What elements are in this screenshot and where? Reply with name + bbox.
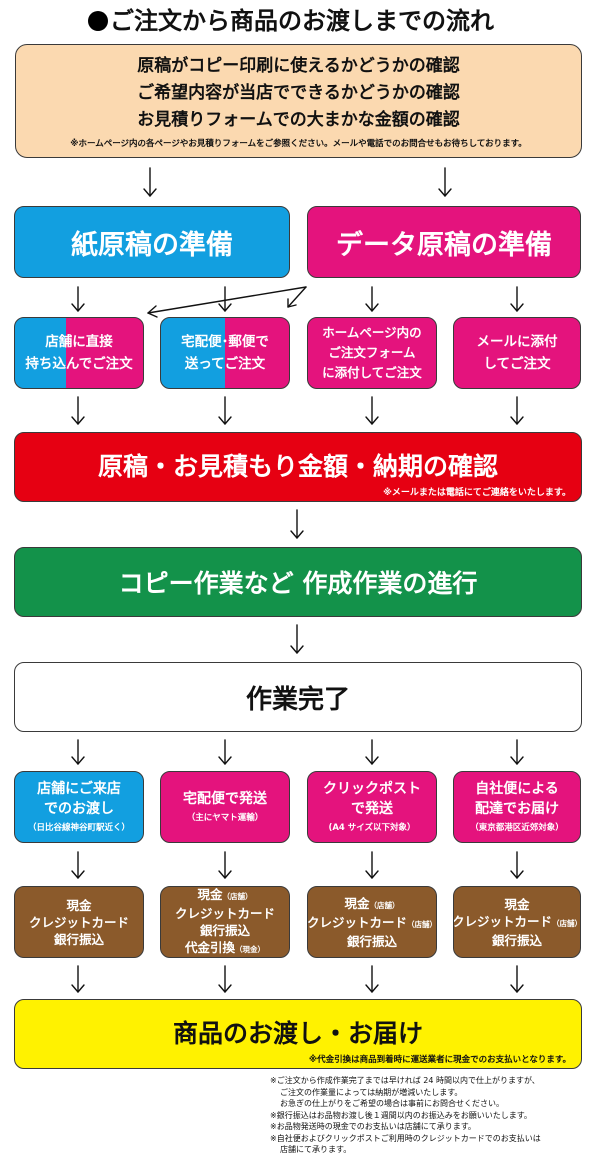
method-mail: 宅配便･郵便で 送ってご注文 bbox=[160, 317, 290, 389]
page-title: ご注文から商品のお渡しまでの流れ bbox=[88, 4, 548, 38]
footnotes: ※ご注文から作成作業完了までは早ければ 24 時間以内で仕上がりますが、 ご注文… bbox=[270, 1075, 590, 1156]
arrow-down-icon bbox=[510, 965, 524, 993]
payment-options-own-courier: 現金 クレジットカード（店舗） 銀行振込 bbox=[453, 886, 581, 958]
method-in-store: 店舗に直接 持ち込んでご注文 bbox=[14, 317, 144, 389]
bullet-icon bbox=[88, 11, 108, 31]
footnote: ご注文の作業量によっては納期が増減いたします。 bbox=[280, 1087, 463, 1097]
check-line-3: お見積りフォームでの大まかな金額の確認 bbox=[137, 110, 460, 130]
confirm-note: ※メールまたは電話にてご連絡をいたします。 bbox=[383, 488, 571, 498]
footnote: ※ご注文から作成作業完了までは早ければ 24 時間以内で仕上がりますが、 bbox=[270, 1076, 540, 1085]
delivery-in-store: 店舗にご来店 でのお渡し （日比谷線神谷町駅近く） bbox=[14, 771, 144, 843]
delivery-own-courier: 自社便による 配達でお届け （東京都港区近郊対象） bbox=[453, 771, 581, 843]
paper-manuscript-box: 紙原稿の準備 bbox=[14, 206, 290, 278]
payment-options-courier: 現金（店舗） クレジットカード 銀行振込 代金引換（現金） bbox=[160, 886, 290, 958]
payment-options-clickpost: 現金（店舗） クレジットカード（店舗） 銀行振込 bbox=[307, 886, 437, 958]
arrow-down-icon bbox=[365, 396, 379, 425]
check-line-2: ご希望内容が当店でできるかどうかの確認 bbox=[137, 83, 460, 103]
footnote: お急ぎの仕上がりをご希望の場合は事前にお問合せください。 bbox=[280, 1099, 504, 1108]
footnote: ※お品物発送時の現金でのお支払いは店舗にて承ります。 bbox=[270, 1122, 476, 1131]
arrow-down-icon bbox=[510, 851, 524, 879]
confirm-step-box: 原稿・お見積もり金額・納期の確認 ※メールまたは電話にてご連絡をいたします。 bbox=[14, 432, 582, 502]
completion-step-box: 作業完了 bbox=[14, 662, 582, 732]
footnote: ※銀行振込はお品物お渡し後１週間以内のお振込みをお願いいたします。 bbox=[270, 1110, 532, 1120]
footnote: 店舗にて承ります。 bbox=[280, 1145, 352, 1154]
arrow-down-icon bbox=[143, 167, 157, 197]
data-manuscript-box: データ原稿の準備 bbox=[307, 206, 581, 278]
arrow-down-icon bbox=[290, 624, 304, 654]
arrow-down-icon bbox=[71, 286, 85, 312]
arrow-down-icon bbox=[365, 851, 379, 879]
pre-check-box: 原稿がコピー印刷に使えるかどうかの確認 ご希望内容が当店でできるかどうかの確認 … bbox=[15, 44, 582, 158]
production-step-box: コピー作業など 作成作業の進行 bbox=[14, 547, 582, 617]
footnote: ※自社便およびクリックポストご利用時のクレジットカードでのお支払いは bbox=[270, 1133, 541, 1143]
check-line-1: 原稿がコピー印刷に使えるかどうかの確認 bbox=[137, 56, 460, 76]
arrow-down-icon bbox=[218, 851, 232, 879]
method-web-form: ホームページ内の ご注文フォーム に添付してご注文 bbox=[307, 317, 437, 389]
method-email: メールに添付 してご注文 bbox=[453, 317, 581, 389]
arrow-down-icon bbox=[71, 851, 85, 879]
arrow-down-icon bbox=[365, 739, 379, 765]
arrow-down-icon bbox=[438, 167, 452, 197]
arrow-down-icon bbox=[510, 739, 524, 765]
payment-options-in-store: 現金 クレジットカード 銀行振込 bbox=[14, 886, 144, 958]
arrow-down-icon bbox=[510, 286, 524, 312]
arrow-down-icon bbox=[218, 965, 232, 993]
arrow-down-icon bbox=[71, 739, 85, 765]
arrow-down-icon bbox=[71, 396, 85, 425]
arrow-down-icon bbox=[218, 739, 232, 765]
arrow-down-icon bbox=[365, 286, 379, 312]
handover-step-box: 商品のお渡し・お届け ※代金引換は商品到着時に運送業者に現金でのお支払いとなりま… bbox=[14, 999, 582, 1069]
delivery-clickpost: クリックポスト で発送 (A4 サイズ以下対象） bbox=[307, 771, 437, 843]
arrow-down-icon bbox=[218, 286, 232, 312]
arrow-down-icon bbox=[218, 396, 232, 425]
arrow-down-icon bbox=[365, 965, 379, 993]
arrow-down-icon bbox=[510, 396, 524, 425]
handover-note: ※代金引換は商品到着時に運送業者に現金でのお支払いとなります。 bbox=[308, 1055, 571, 1065]
arrow-down-icon bbox=[290, 509, 304, 539]
arrow-diagonal-icon bbox=[147, 286, 307, 318]
arrow-diagonal-icon bbox=[287, 286, 307, 308]
arrow-down-icon bbox=[71, 965, 85, 993]
check-note: ※ホームページ内の各ページやお見積りフォームをご参照ください。メールや電話でのお… bbox=[70, 139, 527, 149]
delivery-courier: 宅配便で発送 （主にヤマト運輸） bbox=[160, 771, 290, 843]
